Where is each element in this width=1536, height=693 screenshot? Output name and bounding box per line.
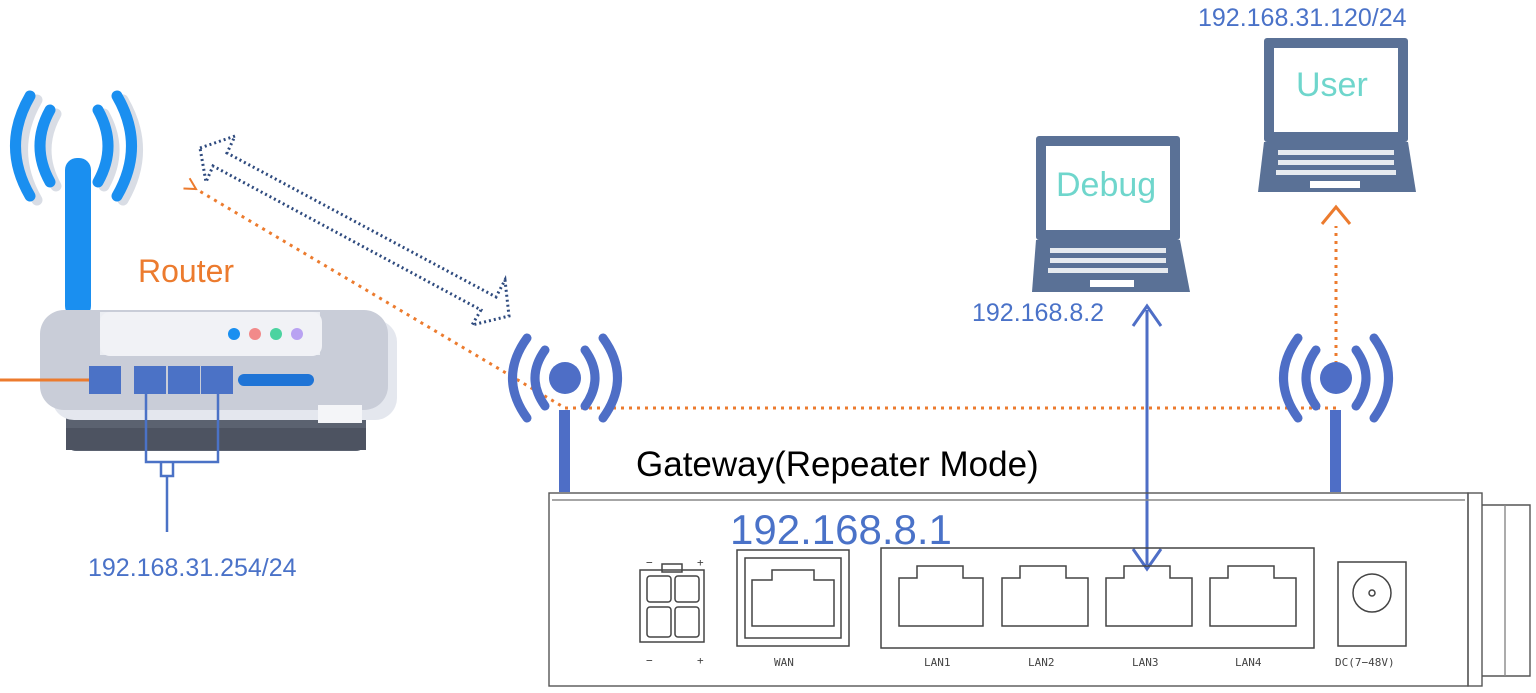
lan2-port-icon (1001, 565, 1089, 627)
router-lan-port (134, 366, 166, 394)
user-laptop-icon (1258, 38, 1416, 192)
lan4-port-icon (1209, 565, 1297, 627)
router-wifi-icon (10, 90, 143, 206)
gateway-ip: 192.168.8.1 (730, 506, 952, 553)
lan3-port-icon (1105, 565, 1193, 627)
power-minus-bottom-label: − (646, 654, 653, 667)
router-device (0, 90, 397, 532)
gateway-device (548, 492, 1531, 687)
power-minus-top-label: − (646, 556, 653, 569)
gateway-wifi-left-icon (508, 333, 622, 423)
dc-label: DC(7−48V) (1335, 656, 1395, 669)
user-ip: 192.168.31.120/24 (1198, 4, 1407, 32)
gateway-antenna-right (1330, 410, 1341, 492)
gateway-wifi-right-icon (1279, 333, 1393, 423)
router-lan-port (168, 366, 200, 394)
debug-cable-link (1131, 303, 1163, 572)
lan1-port-icon (898, 565, 984, 627)
router-status-leds (228, 328, 303, 340)
dc-jack-icon (1337, 561, 1407, 647)
wan-label: WAN (774, 656, 794, 669)
gateway-antenna-left (559, 410, 570, 492)
lan4-label: LAN4 (1235, 656, 1262, 669)
lan1-label: LAN1 (924, 656, 951, 669)
wireless-link-arrow (198, 133, 511, 328)
lan3-label: LAN3 (1132, 656, 1159, 669)
router-wan-port (89, 366, 121, 394)
power-plus-top-label: + (697, 556, 704, 569)
debug-screen-label: Debug (1056, 166, 1157, 204)
debug-laptop-icon (1032, 136, 1190, 292)
router-display-slot (238, 374, 314, 386)
power-plus-bottom-label: + (697, 654, 704, 667)
router-ip: 192.168.31.254/24 (88, 554, 297, 582)
lan-port-group (880, 547, 1315, 649)
lan2-label: LAN2 (1028, 656, 1055, 669)
lan-bracket (144, 394, 220, 532)
wan-port-icon (736, 549, 850, 647)
user-arrowhead (1320, 204, 1352, 225)
power-terminal-icon (639, 563, 705, 643)
repeater-data-path (196, 189, 1338, 410)
gateway-title: Gateway(Repeater Mode) (636, 445, 1039, 484)
debug-ip: 192.168.8.2 (972, 299, 1105, 327)
router-label: Router (138, 253, 235, 289)
router-antenna (65, 158, 91, 318)
router-lan-port (201, 366, 233, 394)
user-screen-label: User (1296, 66, 1368, 104)
